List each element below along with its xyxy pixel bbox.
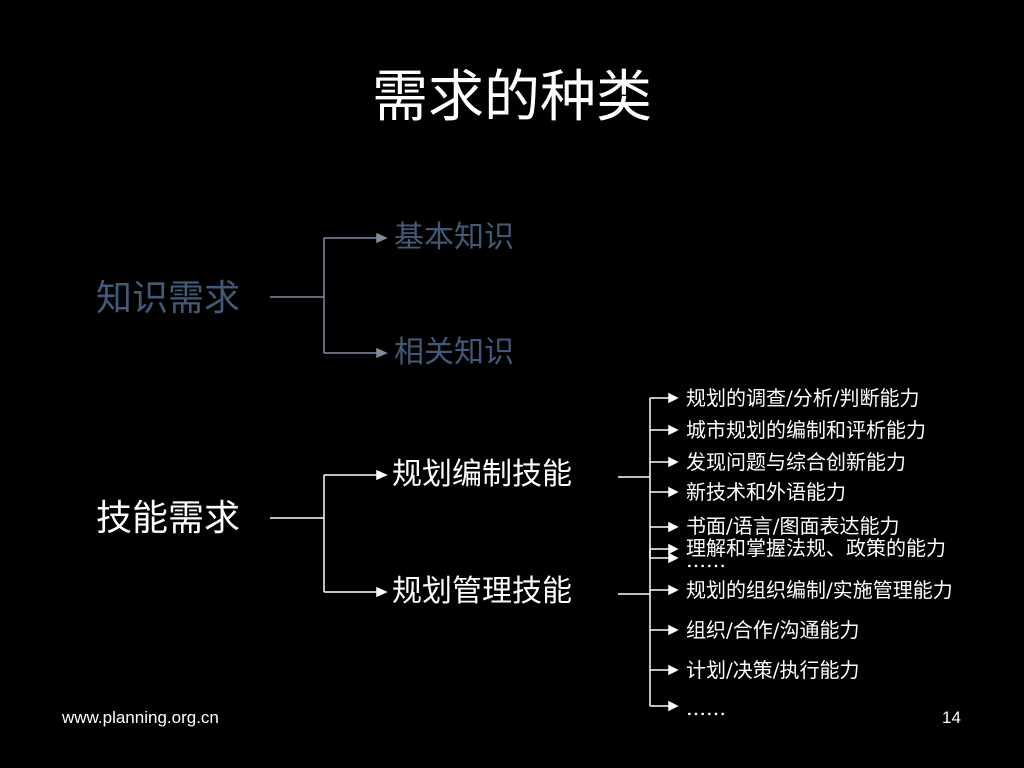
management-item: 规划的组织编制/实施管理能力 <box>686 578 953 602</box>
page-number: 14 <box>942 708 961 727</box>
planning-compilation-skills-label: 规划编制技能 <box>392 457 572 492</box>
skill-needs-label: 技能需求 <box>96 498 241 539</box>
compilation-item: 发现问题与综合创新能力 <box>686 450 906 474</box>
planning-management-skills-label: 规划管理技能 <box>392 574 572 609</box>
management-item: 组织/合作/沟通能力 <box>686 618 860 642</box>
compilation-item: 新技术和外语能力 <box>686 480 846 504</box>
compilation-connectors <box>618 392 679 564</box>
compilation-item-ellipsis: …… <box>686 548 726 572</box>
basic-knowledge-label: 基本知识 <box>394 220 514 255</box>
management-item: 计划/决策/执行能力 <box>686 658 860 682</box>
compilation-item: 规划的调查/分析/判断能力 <box>686 386 920 410</box>
arrow-head <box>376 469 388 481</box>
slide-title: 需求的种类 <box>372 65 652 130</box>
management-item: 理解和掌握法规、政策的能力 <box>686 536 946 560</box>
management-connectors <box>618 543 679 712</box>
management-item-ellipsis: …… <box>686 696 726 720</box>
arrow-head <box>376 586 388 598</box>
arrow-head <box>376 232 388 244</box>
knowledge-needs-label: 知识需求 <box>96 278 241 319</box>
arrow-head <box>376 347 388 359</box>
related-knowledge-label: 相关知识 <box>394 335 514 370</box>
skills-connectors <box>270 469 388 598</box>
compilation-item: 城市规划的编制和评析能力 <box>686 418 926 442</box>
footer-url: www.planning.org.cn <box>62 708 219 727</box>
knowledge-connectors <box>270 232 388 359</box>
compilation-item: 书面/语言/图面表达能力 <box>686 514 900 538</box>
